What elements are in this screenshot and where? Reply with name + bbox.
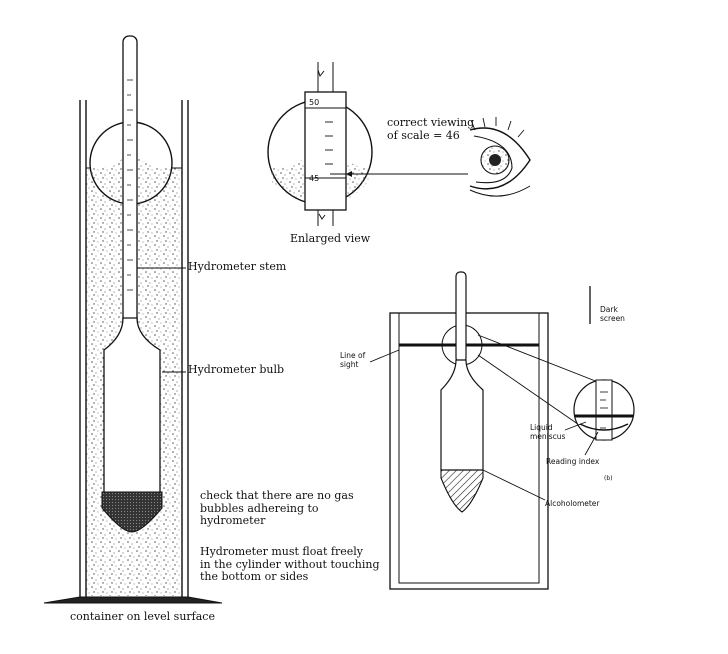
scale-top-value: 50 (309, 98, 320, 107)
liquid-meniscus-label: Liquid meniscus (530, 423, 566, 441)
alcoholometer-label: Alcoholometer (545, 499, 600, 508)
hydrometer-bulb-label: Hydrometer bulb (188, 363, 285, 376)
enlarged-view-caption: Enlarged view (290, 232, 371, 245)
hydrometer-stem-label: Hydrometer stem (188, 260, 287, 273)
hydrometer-stem (122, 35, 138, 327)
hydrometer (101, 35, 163, 533)
scale-bottom-value: 45 (309, 174, 320, 183)
dark-screen-label: Dark screen (600, 305, 625, 323)
right-figure (369, 271, 635, 590)
ballast (101, 491, 163, 533)
cylinder-base (43, 596, 223, 604)
hydrometer-bulb (103, 317, 161, 511)
float-freely-note: Hydrometer must float freely in the cyli… (200, 545, 380, 584)
line-of-sight-label: Line of sight (340, 351, 366, 369)
eye-icon (469, 117, 531, 197)
gas-bubbles-note: check that there are no gas bubbles adhe… (200, 489, 354, 528)
container-caption: container on level surface (70, 610, 215, 623)
alcoholometer (440, 359, 484, 471)
reading-index-label: Reading index (546, 457, 600, 466)
enlarged-view (267, 62, 468, 226)
scale-stem (304, 91, 347, 211)
panel-tag: (b) (604, 475, 613, 482)
correct-viewing-note: correct viewing of scale = 46 (387, 116, 475, 142)
